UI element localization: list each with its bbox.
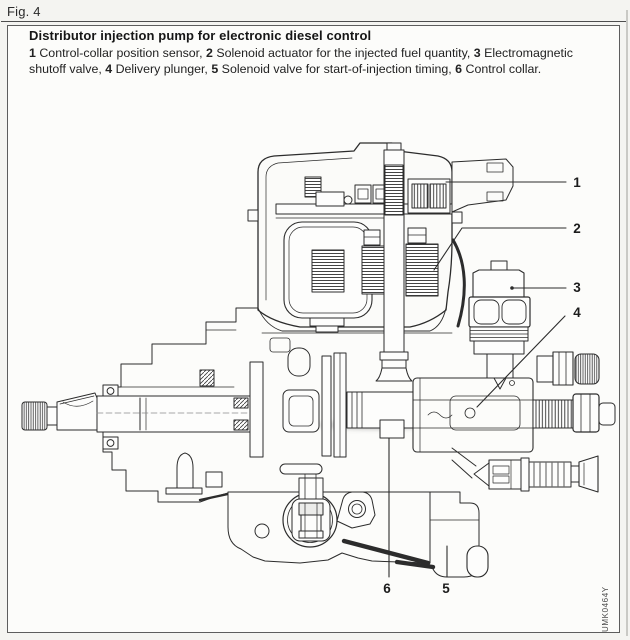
caption-key-2: 2	[206, 46, 213, 60]
caption-text: shutoff valve,	[29, 62, 106, 77]
figure-code: UMK0464Y	[601, 586, 610, 632]
caption-key-6: 6	[455, 62, 463, 77]
caption-key-4: 4	[105, 62, 113, 77]
caption-text: Delivery plunger,	[112, 62, 212, 77]
figure-caption: 1 Control-collar position sensor, 2 Sole…	[29, 45, 615, 78]
caption-text: Control collar.	[462, 62, 542, 77]
scan-smudge	[300, 418, 450, 432]
callout-5: 5	[442, 581, 450, 596]
top-rule	[1, 21, 628, 22]
figure-frame	[7, 25, 620, 633]
caption-key-1: 1	[29, 46, 36, 60]
callout-4: 4	[573, 305, 581, 320]
scan-smudge	[470, 414, 580, 428]
page-edge	[626, 10, 628, 636]
caption-key-3: 3	[473, 46, 481, 60]
caption-text: Electromagnetic	[480, 46, 573, 60]
scan-smudge	[140, 414, 260, 430]
figure-number-label: Fig. 4	[7, 4, 41, 19]
callout-6: 6	[383, 581, 391, 596]
caption-text: Solenoid actuator for the injected fuel …	[212, 46, 474, 60]
figure-title: Distributor injection pump for electroni…	[29, 28, 372, 43]
callout-2: 2	[573, 221, 581, 236]
caption-text: Control-collar position sensor,	[35, 46, 207, 60]
caption-key-5: 5	[211, 62, 219, 77]
callout-3: 3	[573, 280, 581, 295]
caption-text: Solenoid valve for start-of-injection ti…	[218, 62, 456, 77]
callout-1: 1	[573, 175, 581, 190]
